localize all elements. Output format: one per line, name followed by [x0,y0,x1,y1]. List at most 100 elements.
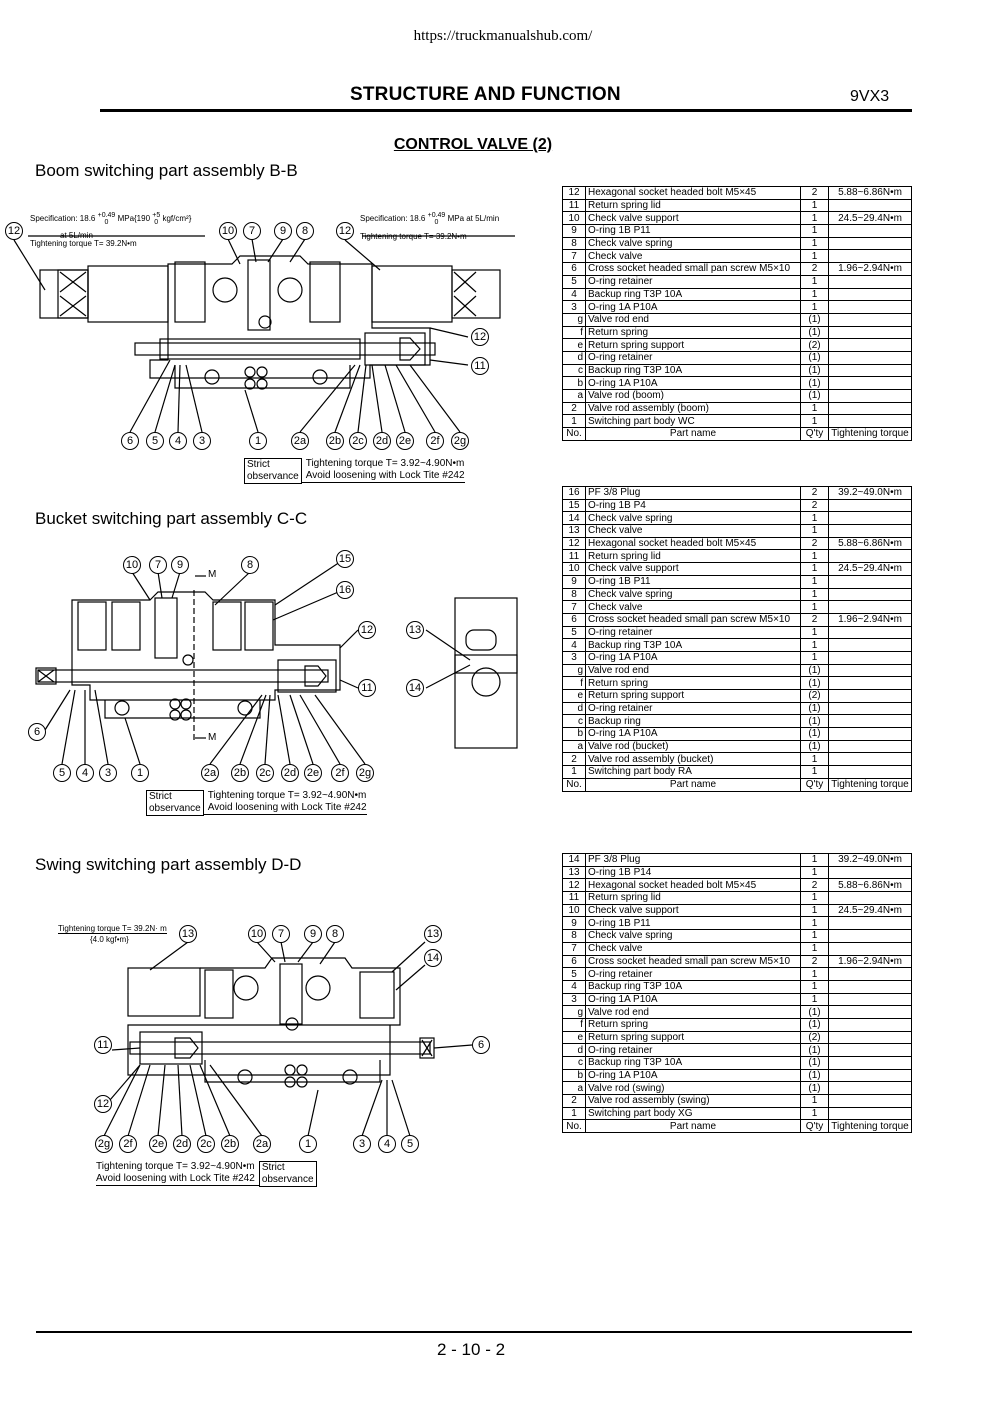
cell-qty: 1 [800,625,829,640]
cell-no: 8 [562,236,586,251]
boom-spec-left-flow: at 5L/min [60,231,93,240]
cell-name: Check valve [585,600,801,614]
cell-no: 1 [562,765,586,779]
cell-qty: 1 [800,287,829,302]
callout-number: 10 [248,925,266,943]
callout-number: 1 [131,764,149,782]
boom-spec-left-unit: MPa{190 [117,214,151,224]
cell-qty: (1) [800,350,829,365]
cell-no: 4 [562,979,586,994]
callout-number: 12 [358,621,376,639]
cell-no: 6 [562,612,586,627]
cell-qty: 2 [800,612,829,627]
cell-qty: 1 [800,198,829,213]
cell-no: 8 [562,929,586,943]
cell-name: Return spring support [585,1030,801,1045]
callout-number: 2d [373,432,391,450]
cell-name: Check valve [585,524,801,538]
cell-no: 2 [562,1094,586,1108]
swing-assembly-title: Swing switching part assembly D-D [35,855,302,874]
cell-torque [828,1017,912,1032]
cell-name: Backup ring T3P 10A [585,638,801,652]
cell-no: c [562,714,586,729]
bucket-assembly-drawing [35,559,518,765]
callout-number: 6 [28,723,46,741]
callout-number: 2c [256,764,274,782]
callout-number: 6 [472,1036,490,1054]
cell-qty: 1 [800,511,829,526]
cell-qty: 1 [800,524,829,538]
cell-torque [828,549,912,564]
cell-torque [828,287,912,302]
callout-number: 1 [299,1135,317,1153]
cell-torque [828,1106,912,1121]
cell-qty: 1 [800,274,829,289]
callout-number: 11 [94,1036,112,1054]
cell-qty: 1 [800,224,829,238]
cell-no: e [562,338,586,352]
callout-number: 5 [53,764,71,782]
callout-number: 2a [201,764,219,782]
callout-number: 8 [296,222,314,240]
cell-torque [828,511,912,526]
cell-name: Check valve [585,941,801,956]
cell-qty: 1 [800,929,829,943]
cell-torque [828,338,912,352]
cell-torque [828,249,912,264]
cell-qty: (1) [800,663,829,678]
cell-torque: 1.96~2.94N•m [828,262,912,276]
cell-name: O-ring 1B P11 [585,224,801,238]
cell-qty: 1 [800,236,829,251]
cell-name: Cross socket headed small pan screw M5×1… [585,262,801,276]
cell-no: 3 [562,992,586,1007]
header-qty: Q'ty [800,777,829,792]
header-qty: Q'ty [800,1119,829,1134]
cell-qty: 1 [800,752,829,767]
cell-name: O-ring 1A P10A [585,1068,801,1083]
callout-number: 13 [406,621,424,639]
cell-name: O-ring retainer [585,625,801,640]
cell-qty: (1) [800,727,829,741]
cell-qty: (1) [800,701,829,716]
header-torque: Tightening torque [828,1119,912,1134]
cell-name: Valve rod end [585,1005,801,1019]
callout-number: 2b [326,432,344,450]
cell-name: Return spring lid [585,549,801,564]
callout-number: 2g [451,432,469,450]
cell-torque [828,1094,912,1108]
cell-no: 16 [562,486,586,500]
cell-qty: (1) [800,1005,829,1019]
cell-torque [828,350,912,365]
cell-torque: 24.5~29.4N•m [828,562,912,576]
cell-qty: 1 [800,300,829,314]
cell-torque [828,739,912,754]
cell-no: 6 [562,954,586,969]
cell-torque [828,414,912,429]
cell-name: Return spring support [585,338,801,352]
cell-no: 4 [562,638,586,652]
cell-no: c [562,1056,586,1070]
cell-no: 5 [562,625,586,640]
cell-qty: (1) [800,676,829,690]
